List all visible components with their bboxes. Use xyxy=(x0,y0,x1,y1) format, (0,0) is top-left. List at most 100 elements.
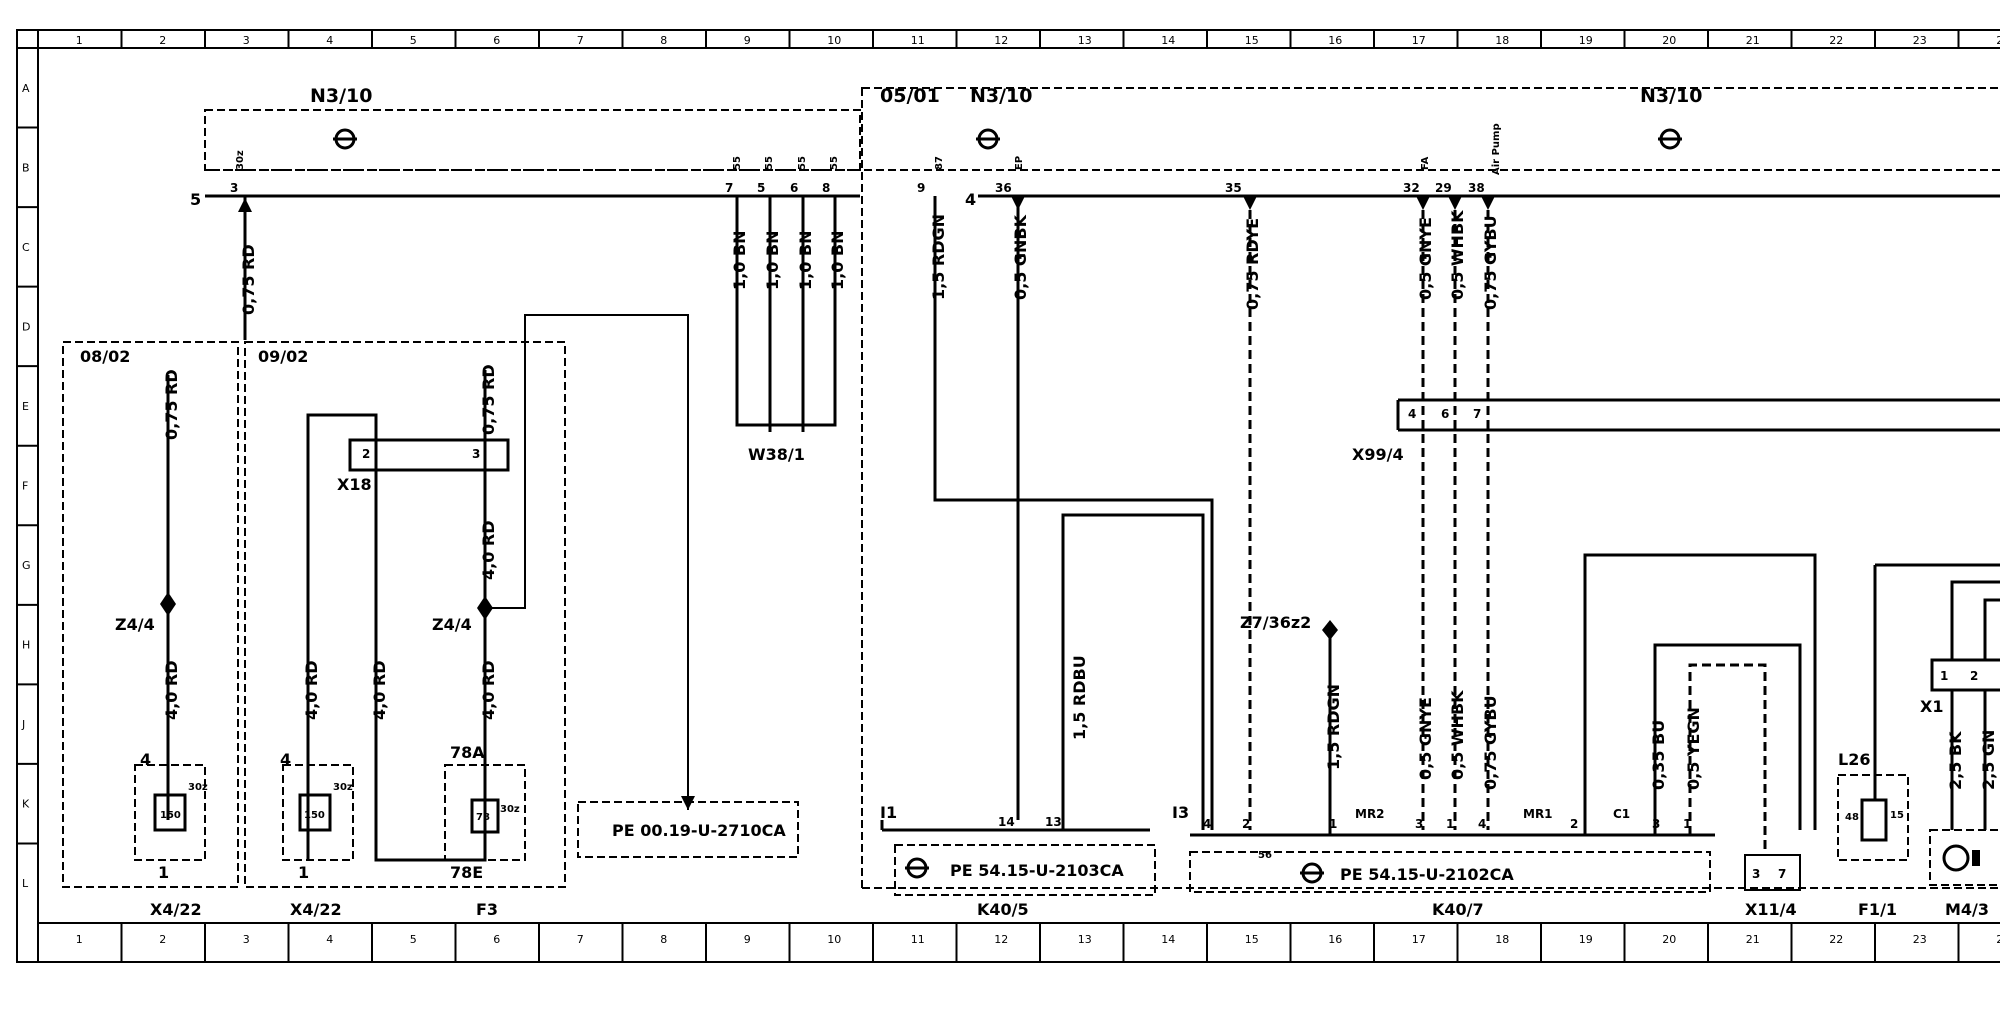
grid-row-label: K xyxy=(22,798,30,811)
grid-column-label: 15 xyxy=(1245,933,1259,946)
wire-label: 1,0 BN xyxy=(828,231,847,291)
pin-label: 1 xyxy=(1329,817,1337,831)
pin-label: 29 xyxy=(1435,181,1452,195)
fuse-label: 15 xyxy=(1890,810,1904,821)
x99-label: X99/4 xyxy=(1352,445,1404,464)
grid-column-label: 18 xyxy=(1495,933,1509,946)
grid-column-label: 16 xyxy=(1328,34,1342,47)
n3-left-label: N3/10 xyxy=(310,85,373,107)
fuse-label: 30z xyxy=(333,782,353,793)
grid-column-label: 12 xyxy=(994,933,1008,946)
ref-0902-label: 09/02 xyxy=(258,347,308,366)
wire-label: 1,0 BN xyxy=(730,231,749,291)
control-unit-icon xyxy=(1300,862,1324,884)
ref-0802-label: 08/02 xyxy=(80,347,130,366)
k40-7-module: I3 4 2 56 1 MR2 3 1 4 MR1 2 C1 3 1 PE 54… xyxy=(1172,553,1817,919)
grid-column-label: 8 xyxy=(660,933,667,946)
fuse-label: 150 xyxy=(160,810,181,821)
grid-bottom-labels: 123456789101112131415161718192021222324 xyxy=(37,923,2000,962)
grid-top-labels: 123456789101112131415161718192021222324 xyxy=(37,30,2000,48)
wire-label: 0,75 GYBU xyxy=(1481,695,1500,790)
grid-column-label: 7 xyxy=(577,933,584,946)
f11-label: F1/1 xyxy=(1858,900,1897,919)
wire-label: 0,75 RDYE xyxy=(1243,218,1262,310)
c1-label: C1 xyxy=(1613,807,1630,821)
wire-label: 4,0 RD xyxy=(162,660,181,720)
x422-label: X4/22 xyxy=(150,900,202,919)
grid-row-label: G xyxy=(22,559,31,572)
grid-column-label: 20 xyxy=(1662,933,1676,946)
fuse-label: 1 xyxy=(158,863,169,882)
grid-column-label: 19 xyxy=(1579,933,1593,946)
pin-label: 6 xyxy=(1441,407,1449,421)
wire-label: 0,75 RD xyxy=(479,364,498,435)
wire-label: 0,5 GNYE xyxy=(1416,217,1435,300)
grid-column-label: 14 xyxy=(1161,933,1175,946)
grid-column-label: 23 xyxy=(1913,933,1927,946)
pin-label: 9 xyxy=(917,181,925,195)
wire-label: 0,75 RD xyxy=(162,369,181,440)
grid-column-label: 13 xyxy=(1078,933,1092,946)
pin-label: FA xyxy=(1420,156,1431,170)
bus-left-number: 5 xyxy=(190,190,201,209)
pin-label: 38 xyxy=(1468,181,1485,195)
wire-label: 1,5 RDGN xyxy=(1324,684,1343,770)
grid-column-label: 11 xyxy=(911,933,925,946)
f3-label: F3 xyxy=(476,900,498,919)
pin-label: 4 xyxy=(1203,817,1211,831)
wire-label: 2,5 BK xyxy=(1946,731,1965,790)
wire-label: 4,0 RD xyxy=(302,660,321,720)
grid-column-label: 5 xyxy=(410,933,417,946)
control-unit-icon xyxy=(1658,128,1682,150)
w38-label: W38/1 xyxy=(748,445,805,464)
ref-label: PE 54.15-U-2103CA xyxy=(950,861,1124,880)
k40-5-module: 1,5 RDBU I1 14 13 PE 54.15-U-2103CA K40/… xyxy=(880,513,1205,919)
grid-column-label: 20 xyxy=(1662,34,1676,47)
pin-label: 55 xyxy=(829,156,840,170)
grid-column-label: 9 xyxy=(744,933,751,946)
fuse-label: 78 xyxy=(476,812,490,823)
pin-label: 7 xyxy=(1778,867,1786,881)
motor-icon xyxy=(1942,844,1980,872)
grid-column-label: 11 xyxy=(911,34,925,47)
grid-column-label: 10 xyxy=(827,933,841,946)
grid-column-label: 8 xyxy=(660,34,667,47)
pin-label: 2 xyxy=(1242,817,1250,831)
grid-column-label: 16 xyxy=(1328,933,1342,946)
wire-label: 2,5 GN xyxy=(1979,730,1998,790)
grid-column-label: 1 xyxy=(76,933,83,946)
grid-column-label: 17 xyxy=(1412,34,1426,47)
pin-label: 55 xyxy=(764,156,775,170)
grid-row-label: B xyxy=(22,161,30,174)
grid-column-label: 24 xyxy=(1996,34,2000,47)
grid-row-label: F xyxy=(22,480,28,493)
grid-row-label: J xyxy=(21,718,25,731)
wire-label: 0,5 WHBK xyxy=(1448,690,1467,780)
pin-label: 30z xyxy=(235,150,246,170)
l26-label: L26 xyxy=(1838,750,1870,769)
z44-label: Z4/4 xyxy=(432,615,472,634)
grid-column-label: 17 xyxy=(1412,933,1426,946)
grid-row-label: D xyxy=(22,320,30,333)
wire-label: 0,5 GNBK xyxy=(1011,214,1030,300)
x99-4-connector: X99/4 4 6 7 xyxy=(1352,398,2000,464)
grid-column-label: 6 xyxy=(493,34,500,47)
ref-label: PE 00.19-U-2710CA xyxy=(612,821,786,840)
grid-column-label: 22 xyxy=(1829,34,1843,47)
bus-wires: 0,75 RD 1,0 BN 1,0 BN 1,0 BN 1,0 BN W38/… xyxy=(238,196,1500,830)
pin-label: 6 xyxy=(790,181,798,195)
pin-label: 13 xyxy=(1045,815,1062,829)
pin-label: 87 xyxy=(934,156,945,170)
grid-column-label: 2 xyxy=(159,34,166,47)
n3-mid-label: N3/10 xyxy=(970,85,1033,107)
grid-column-label: 12 xyxy=(994,34,1008,47)
fuse-label: 48 xyxy=(1845,812,1859,823)
pin-label: 1 xyxy=(1683,817,1691,831)
pin-label: 3 xyxy=(1415,817,1423,831)
z7-label: Z7/36z2 xyxy=(1240,613,1311,632)
wire-label: 0,5 GNYE xyxy=(1416,697,1435,780)
pin-label: 1 xyxy=(1940,669,1948,683)
k405-label: K40/5 xyxy=(977,900,1029,919)
